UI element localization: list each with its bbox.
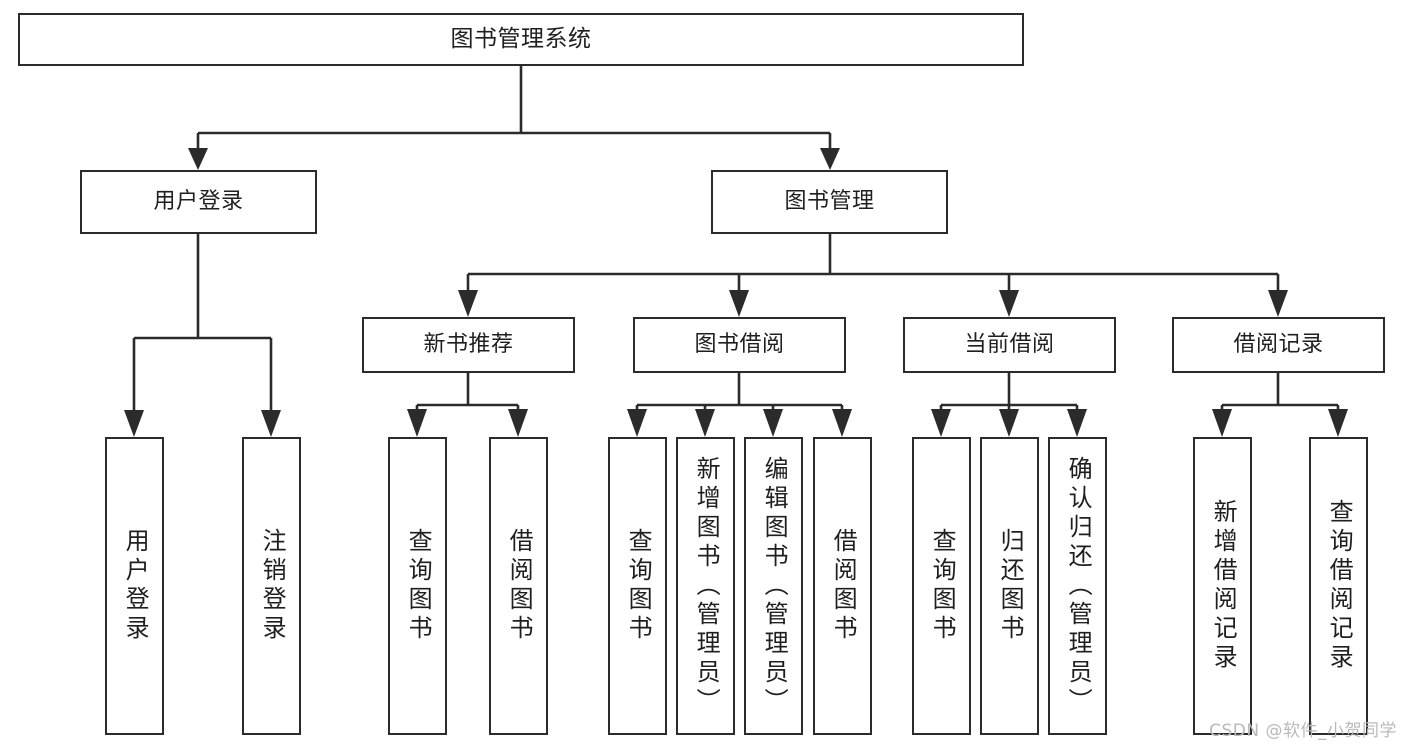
leaf-new-book-2-label: 借阅图书 <box>505 528 534 644</box>
leaf-book-borrow-1[interactable]: 查询图书 <box>608 437 667 735</box>
node-new-book-recommend-label: 新书推荐 <box>423 331 514 357</box>
leaf-borrow-record-2[interactable]: 查询借阅记录 <box>1309 437 1368 735</box>
arrow-to-book-manage <box>820 148 840 170</box>
leaf-new-book-1[interactable]: 查询图书 <box>388 437 447 735</box>
node-book-management-label: 图书管理 <box>784 188 875 214</box>
leaf-new-book-2[interactable]: 借阅图书 <box>489 437 548 735</box>
node-user-login[interactable]: 用户登录 <box>80 170 317 234</box>
node-borrow-record-label: 借阅记录 <box>1233 331 1324 357</box>
node-book-borrow-label: 图书借阅 <box>694 331 785 357</box>
arrow-borrow-leaf-1 <box>627 409 647 437</box>
arrow-current-leaf-1 <box>931 409 951 437</box>
node-new-book-recommend[interactable]: 新书推荐 <box>362 317 575 373</box>
node-current-borrow[interactable]: 当前借阅 <box>903 317 1116 373</box>
arrow-borrow-leaf-2 <box>695 409 715 437</box>
leaf-user-login-1-label: 用户登录 <box>121 528 150 644</box>
leaf-current-borrow-2[interactable]: 归还图书 <box>980 437 1039 735</box>
leaf-book-borrow-2-label: 新增图书（管理员） <box>692 455 721 717</box>
node-root-label: 图书管理系统 <box>450 25 592 52</box>
node-current-borrow-label: 当前借阅 <box>964 331 1055 357</box>
arrow-borrow-leaf-3 <box>763 409 783 437</box>
csdn-watermark: CSDN @软件_小贺同学 <box>1209 721 1397 741</box>
arrow-user-leaf-1 <box>124 410 144 437</box>
leaf-borrow-record-1[interactable]: 新增借阅记录 <box>1193 437 1252 735</box>
leaf-user-login-2[interactable]: 注销登录 <box>242 437 301 735</box>
leaf-current-borrow-1-label: 查询图书 <box>928 528 957 644</box>
leaf-book-borrow-3-label: 编辑图书（管理员） <box>760 455 789 717</box>
leaf-book-borrow-3[interactable]: 编辑图书（管理员） <box>744 437 803 735</box>
arrow-record-leaf-2 <box>1328 409 1348 437</box>
arrow-user-leaf-2 <box>261 410 281 437</box>
leaf-current-borrow-1[interactable]: 查询图书 <box>912 437 971 735</box>
leaf-book-borrow-2[interactable]: 新增图书（管理员） <box>676 437 735 735</box>
arrow-to-user-login <box>188 148 208 170</box>
arrow-to-book-borrow <box>729 290 749 317</box>
arrow-record-leaf-1 <box>1212 409 1232 437</box>
leaf-user-login-1[interactable]: 用户登录 <box>105 437 164 735</box>
arrow-current-leaf-2 <box>999 409 1019 437</box>
arrow-borrow-leaf-4 <box>832 409 852 437</box>
leaf-new-book-1-label: 查询图书 <box>404 528 433 644</box>
leaf-borrow-record-1-label: 新增借阅记录 <box>1209 499 1238 673</box>
leaf-current-borrow-2-label: 归还图书 <box>996 528 1025 644</box>
leaf-current-borrow-3-label: 确认归还（管理员） <box>1064 455 1093 717</box>
arrow-newbook-leaf-1 <box>407 409 427 437</box>
leaf-current-borrow-3[interactable]: 确认归还（管理员） <box>1048 437 1107 735</box>
leaf-user-login-2-label: 注销登录 <box>258 528 287 644</box>
arrow-to-borrow-record <box>1268 290 1288 317</box>
node-root[interactable]: 图书管理系统 <box>18 13 1024 66</box>
arrow-to-current-borrow <box>999 290 1019 317</box>
leaf-borrow-record-2-label: 查询借阅记录 <box>1325 499 1354 673</box>
node-user-login-label: 用户登录 <box>153 188 244 214</box>
node-book-borrow[interactable]: 图书借阅 <box>633 317 846 373</box>
arrow-to-new-book <box>458 290 478 317</box>
node-book-management[interactable]: 图书管理 <box>711 170 948 234</box>
leaf-book-borrow-4[interactable]: 借阅图书 <box>813 437 872 735</box>
node-borrow-record[interactable]: 借阅记录 <box>1172 317 1385 373</box>
arrow-newbook-leaf-2 <box>508 409 528 437</box>
arrow-current-leaf-3 <box>1067 409 1087 437</box>
leaf-book-borrow-1-label: 查询图书 <box>624 528 653 644</box>
leaf-book-borrow-4-label: 借阅图书 <box>829 528 858 644</box>
